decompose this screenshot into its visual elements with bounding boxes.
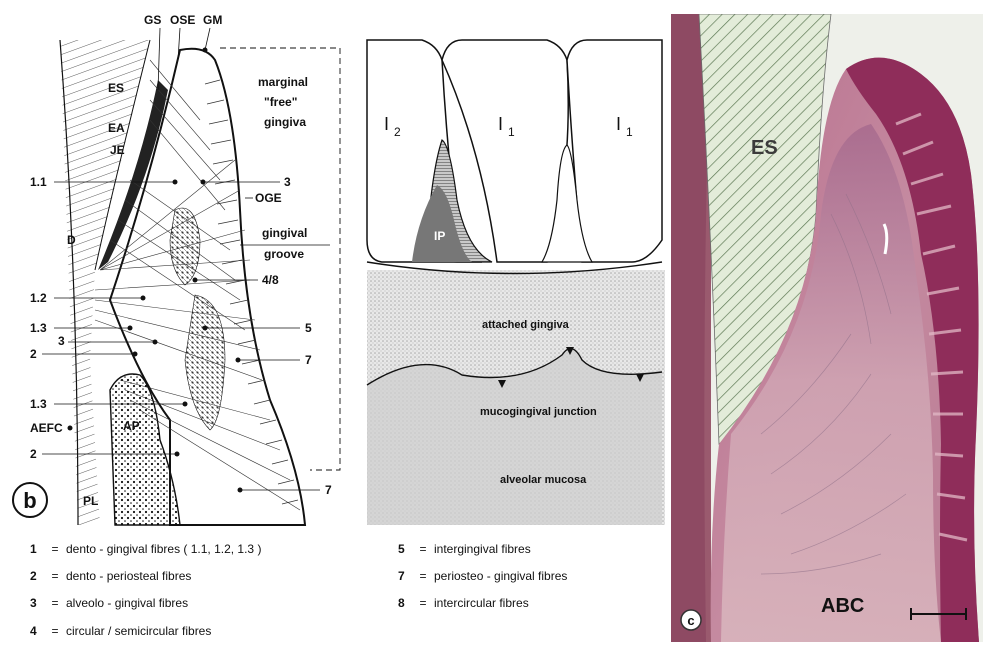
label-groove: groove <box>264 247 304 261</box>
label-ea: EA <box>108 121 125 135</box>
svg-text:1.1: 1.1 <box>30 175 47 189</box>
legend-item-5: 5=intergingival fibres <box>398 542 531 556</box>
label-attached-gingiva: attached gingiva <box>482 319 570 331</box>
svg-text:2: 2 <box>30 347 37 361</box>
label-je: JE <box>110 143 125 157</box>
label-aefc: AEFC <box>30 421 63 435</box>
tooth-label-i2: I <box>384 114 389 134</box>
tooth-label-i1-right: I <box>616 114 621 134</box>
tooth-label-i1-left: I <box>498 114 503 134</box>
label-d: D <box>67 233 76 247</box>
svg-text:1.3: 1.3 <box>30 321 47 335</box>
label-marginal: marginal <box>258 75 308 89</box>
legend-item-7: 7=periosteo - gingival fibres <box>398 569 567 583</box>
svg-text:2: 2 <box>394 125 401 139</box>
label-abc: ABC <box>821 595 864 617</box>
label-mucogingival-junction: mucogingival junction <box>480 406 597 418</box>
svg-text:3: 3 <box>284 175 291 189</box>
teeth-panel: I 2 I 1 I 1 IP attached gingiva mucoging… <box>362 0 667 532</box>
circular-fibres-upper <box>170 208 200 285</box>
label-alveolar-mucosa: alveolar mucosa <box>500 474 587 486</box>
svg-text:3: 3 <box>58 334 65 348</box>
label-gingiva: gingiva <box>264 115 306 129</box>
label-pl: PL <box>83 494 98 508</box>
fibre-legend: 1=dento - gingival fibres ( 1.1, 1.2, 1.… <box>0 532 668 645</box>
label-ip: IP <box>434 229 445 243</box>
svg-text:1.3: 1.3 <box>30 397 47 411</box>
svg-text:7: 7 <box>325 483 332 497</box>
legend-item-2: 2=dento - periosteal fibres <box>30 569 191 583</box>
label-es: ES <box>108 81 124 95</box>
label-es-photo: ES <box>751 137 778 159</box>
svg-text:7: 7 <box>305 353 312 367</box>
legend-item-8: 8=intercircular fibres <box>398 596 529 610</box>
histology-photo: ES ABC c <box>671 14 983 642</box>
legend-item-3: 3=alveolo - gingival fibres <box>30 596 188 610</box>
svg-text:4/8: 4/8 <box>262 273 279 287</box>
label-ap: AP <box>123 419 140 433</box>
label-gingival: gingival <box>262 226 307 240</box>
legend-item-4: 4=circular / semicircular fibres <box>30 624 211 638</box>
svg-text:1.2: 1.2 <box>30 291 47 305</box>
svg-text:1: 1 <box>626 125 633 139</box>
label-oge: OGE <box>255 191 282 205</box>
label-gs: GS <box>144 13 161 27</box>
panel-b-letter: b <box>23 488 36 513</box>
svg-text:5: 5 <box>305 321 312 335</box>
svg-text:1: 1 <box>508 125 515 139</box>
legend-item-1: 1=dento - gingival fibres ( 1.1, 1.2, 1.… <box>30 542 261 556</box>
svg-text:2: 2 <box>30 447 37 461</box>
label-gm: GM <box>203 13 222 27</box>
panel-c-letter: c <box>687 613 694 628</box>
label-free: "free" <box>264 95 297 109</box>
epithelial-ridges <box>205 80 298 504</box>
fibre-diagram: GS OSE GM ES EA JE D AP PL AEFC marginal… <box>0 0 360 535</box>
label-ose: OSE <box>170 13 195 27</box>
